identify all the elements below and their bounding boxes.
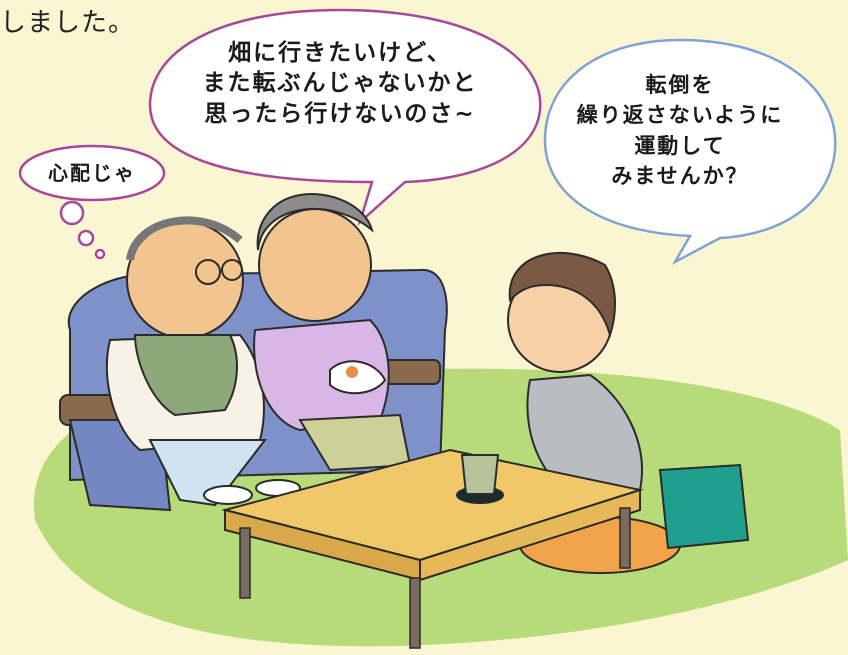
bubble-line: また転ぶんじゃないかと (202, 70, 478, 97)
speech-bubble-visitor (543, 38, 837, 266)
visitor-speech-text: 転倒を 繰り返さないように 運動して みませんか？ (560, 70, 800, 192)
thought-bubble-grandfather (18, 144, 166, 260)
bubble-line: 畑に行きたいけど、 (228, 40, 452, 66)
grandmother-figure (253, 193, 412, 472)
grandfather-figure (105, 216, 301, 507)
bubble-line: 繰り返さないように (576, 103, 784, 128)
bubble-line: みませんか？ (611, 164, 749, 189)
bubble-line: 転倒を (645, 73, 715, 97)
grandfather-thought-text: 心配じゃ (48, 161, 136, 185)
grandmother-speech-text: 畑に行きたいけど、 また転ぶんじゃないかと 思ったら行けないのさ~ (170, 38, 510, 129)
caption-partial-text: しました。 (0, 8, 136, 38)
speech-bubble-grandmother (148, 8, 542, 226)
bubble-line: 運動して (634, 133, 726, 158)
bubble-line: 思ったら行けないのさ~ (204, 100, 476, 127)
coffee-table (221, 448, 644, 649)
visitor-figure (507, 251, 750, 574)
